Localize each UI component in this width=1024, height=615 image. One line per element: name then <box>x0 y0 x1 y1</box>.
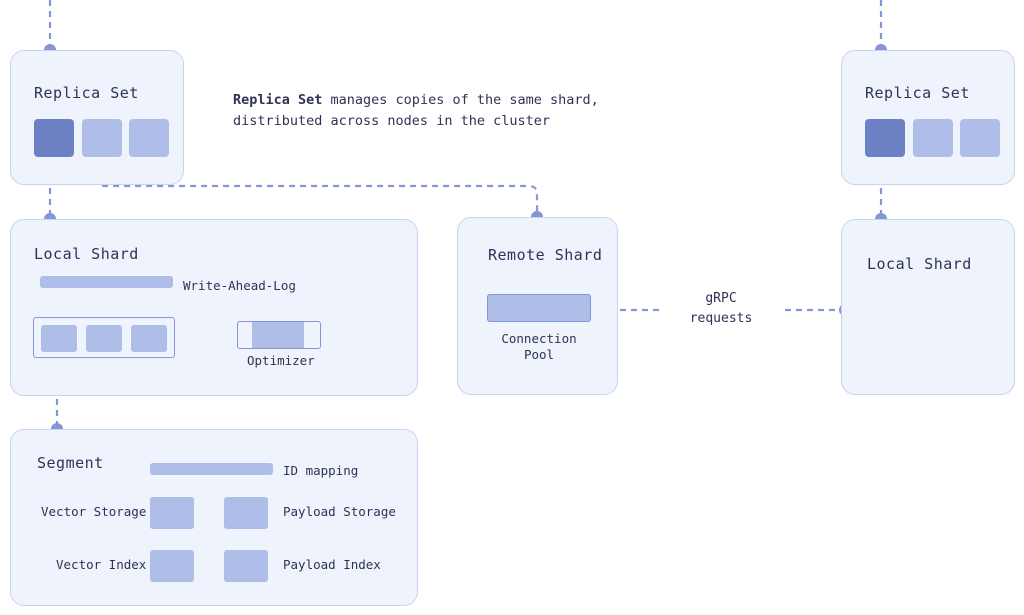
segments-container[interactable] <box>33 317 175 358</box>
node-local-shard-right[interactable]: Local Shard <box>841 219 1015 395</box>
segment-block-3[interactable] <box>131 325 167 352</box>
replica-chip-idle-right-2[interactable] <box>960 119 1000 157</box>
connection-pool-bar[interactable] <box>487 294 591 322</box>
local-shard-right-title: Local Shard <box>867 255 972 273</box>
payload-index-label: Payload Index <box>283 557 381 572</box>
id-mapping-bar[interactable] <box>150 463 273 475</box>
id-mapping-label: ID mapping <box>283 463 359 478</box>
grpc-requests-label: gRPC requests <box>662 289 780 328</box>
replica-set-left-title: Replica Set <box>34 84 139 102</box>
replica-chip-active[interactable] <box>34 119 74 157</box>
node-local-shard-left[interactable]: Local Shard Write-Ahead-Log Optimizer <box>10 219 418 396</box>
annotation-strong: Replica Set <box>233 92 323 108</box>
optimizer-label: Optimizer <box>247 353 315 368</box>
payload-storage-label: Payload Storage <box>283 504 396 519</box>
replica-chip-idle-right-1[interactable] <box>913 119 953 157</box>
remote-shard-title: Remote Shard <box>488 246 603 264</box>
payload-storage-block[interactable] <box>224 497 268 529</box>
vector-index-block[interactable] <box>150 550 194 582</box>
segment-title: Segment <box>37 454 104 472</box>
connection-pool-label: Connection Pool <box>501 331 577 363</box>
write-ahead-log-label: Write-Ahead-Log <box>183 278 296 293</box>
vector-storage-block[interactable] <box>150 497 194 529</box>
node-replica-set-right[interactable]: Replica Set <box>841 50 1015 185</box>
optimizer-bar[interactable] <box>237 321 321 349</box>
vector-index-label: Vector Index <box>56 557 147 572</box>
node-segment[interactable]: Segment ID mapping Vector Storage Payloa… <box>10 429 418 606</box>
optimizer-fill <box>252 322 304 348</box>
annotation-line2: distributed across nodes in the cluster <box>233 112 550 129</box>
segment-block-2[interactable] <box>86 325 122 352</box>
replica-chip-idle-1[interactable] <box>82 119 122 157</box>
write-ahead-log-bar[interactable] <box>40 276 173 288</box>
vector-storage-label: Vector Storage <box>41 504 147 519</box>
replica-chip-idle-2[interactable] <box>129 119 169 157</box>
annotation-rest: manages copies of the same shard, <box>322 92 599 108</box>
payload-index-block[interactable] <box>224 550 268 582</box>
segment-block-1[interactable] <box>41 325 77 352</box>
replica-chip-active-right[interactable] <box>865 119 905 157</box>
node-remote-shard[interactable]: Remote Shard Connection Pool <box>457 217 618 395</box>
node-replica-set-left[interactable]: Replica Set <box>10 50 184 185</box>
annotation-text: Replica Set manages copies of the same s… <box>233 90 599 132</box>
local-shard-left-title: Local Shard <box>34 245 139 263</box>
replica-set-right-title: Replica Set <box>865 84 970 102</box>
